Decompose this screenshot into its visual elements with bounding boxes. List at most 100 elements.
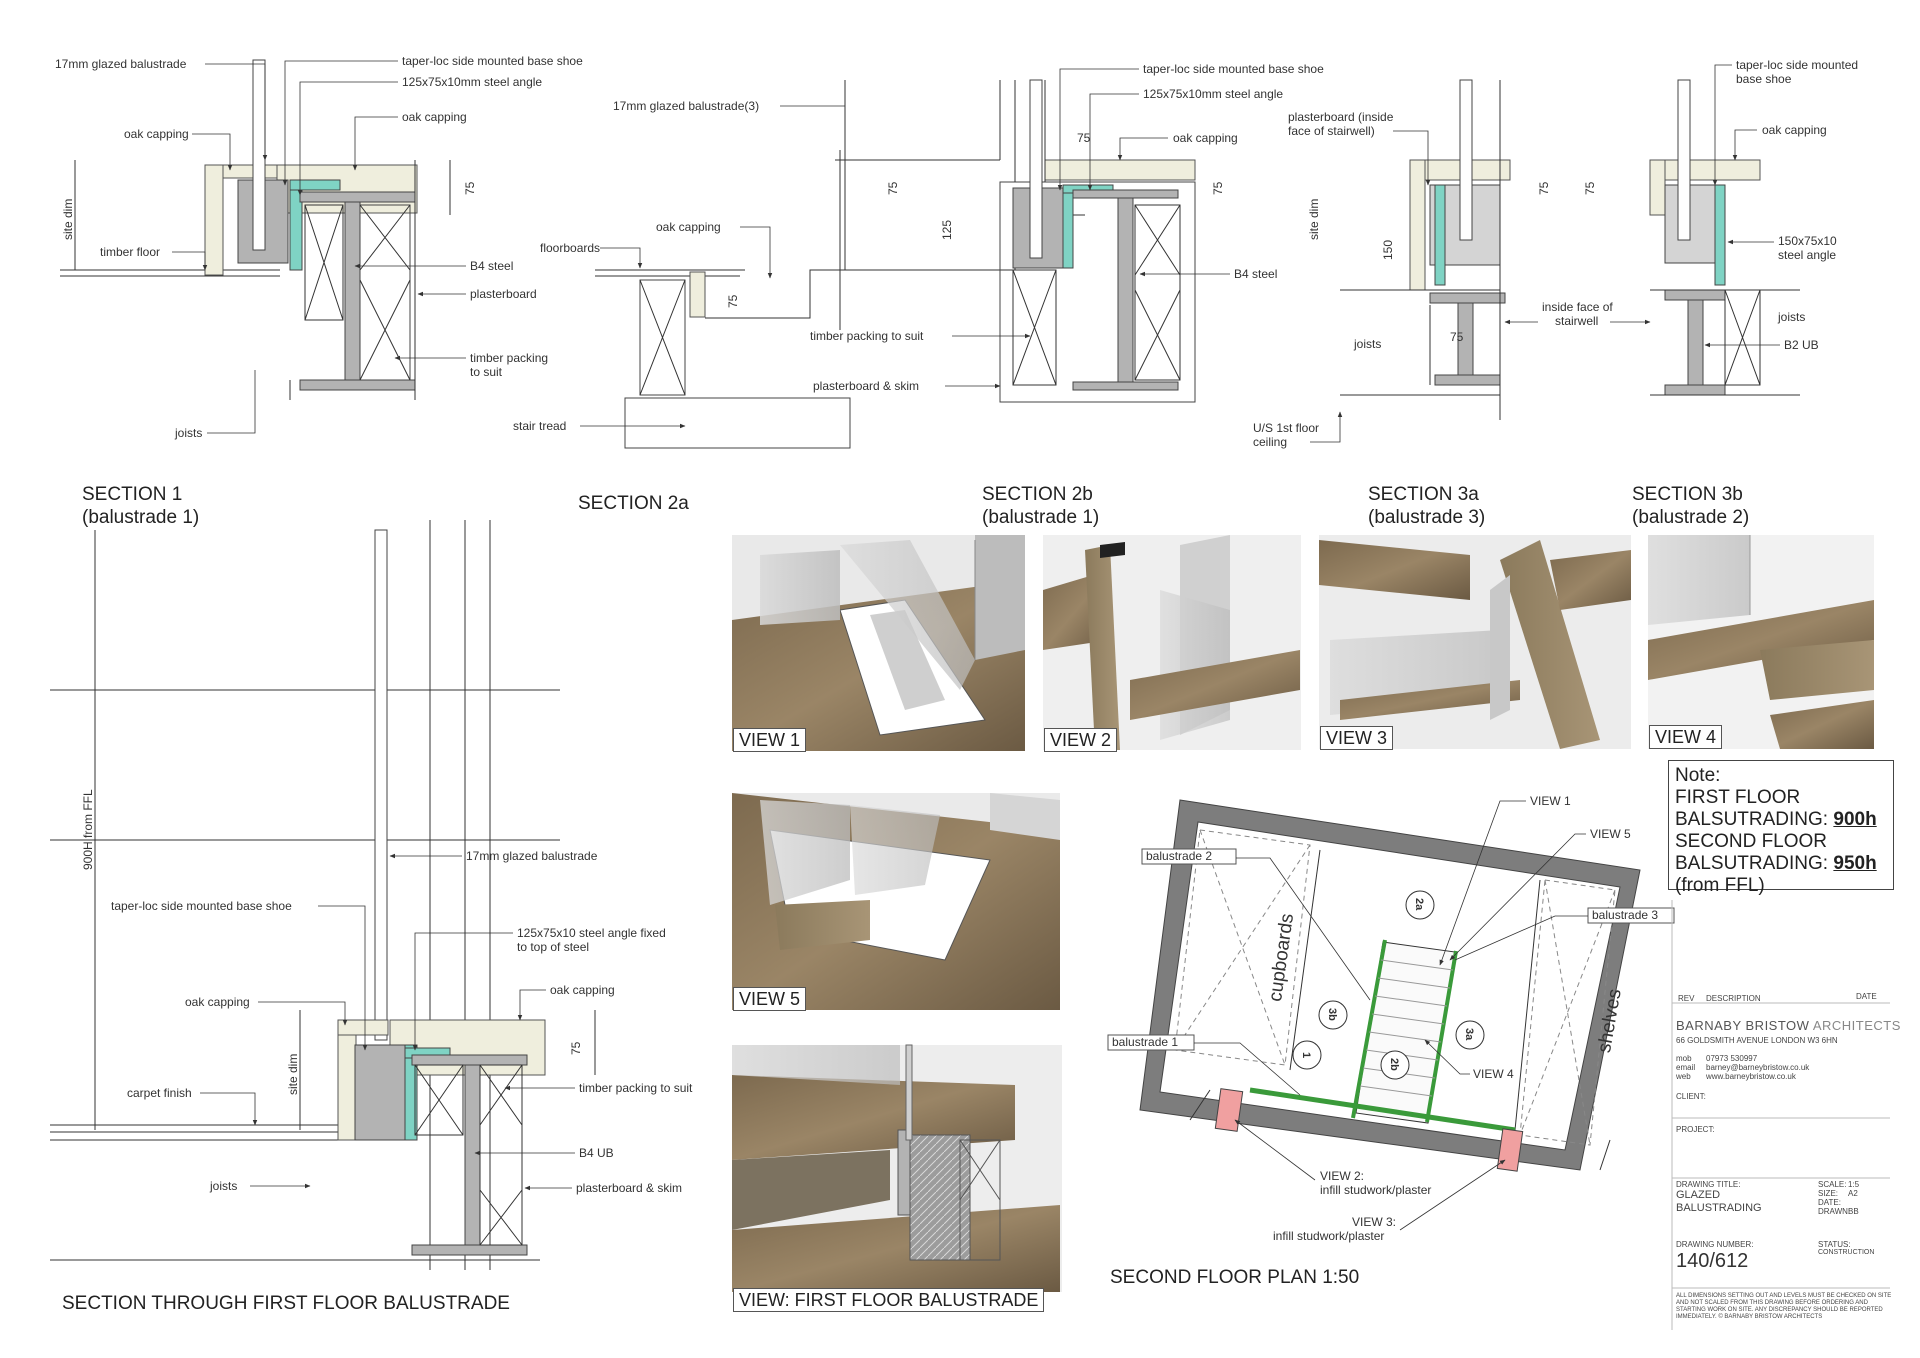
tb-scale-label: SCALE: — [1818, 1180, 1847, 1189]
note-line-3: SECOND FLOOR — [1675, 831, 1828, 852]
svg-text:to suit: to suit — [470, 365, 503, 379]
view-2-label: VIEW 2 — [1044, 728, 1118, 752]
svg-text:B4 UB: B4 UB — [579, 1146, 614, 1160]
svg-text:floorboards: floorboards — [540, 241, 600, 255]
tb-drawing-number-label: DRAWING NUMBER: — [1676, 1240, 1754, 1249]
section-2b-leaders — [945, 68, 1230, 389]
svg-text:3a: 3a — [1463, 1028, 1475, 1041]
svg-text:75: 75 — [886, 181, 900, 195]
section-3a-title: SECTION 3a (balustrade 3) — [1368, 484, 1485, 528]
svg-text:taper-loc side mounted base sh: taper-loc side mounted base shoe — [1143, 62, 1324, 76]
svg-text:stairwell: stairwell — [1555, 314, 1598, 328]
svg-text:plasterboard: plasterboard — [470, 287, 537, 301]
svg-text:joists: joists — [1353, 337, 1381, 351]
svg-text:75: 75 — [1450, 330, 1464, 344]
tb-firm-name: BARNABY BRISTOW — [1676, 1018, 1810, 1033]
tb-web: www.barneybristow.co.uk — [1706, 1072, 1796, 1081]
svg-text:75: 75 — [726, 294, 740, 308]
note-second-floor-height: 950h — [1833, 853, 1877, 874]
svg-text:VIEW 5: VIEW 5 — [1590, 827, 1631, 841]
svg-text:oak capping: oak capping — [550, 983, 615, 997]
svg-text:site dim: site dim — [61, 199, 75, 240]
section-3a — [1340, 79, 1511, 420]
svg-text:timber packing: timber packing — [470, 351, 548, 365]
section-1-labels: 17mm glazed balustrade taper-loc side mo… — [55, 54, 583, 440]
section-3a-leaders — [1310, 130, 1651, 443]
svg-text:joists: joists — [209, 1179, 237, 1193]
note-line-4: BALSUTRADING: 950h — [1675, 853, 1887, 875]
tb-date: DATE — [1856, 992, 1877, 1001]
tb-date-label: DATE: — [1818, 1198, 1841, 1207]
svg-text:(balustrade 1): (balustrade 1) — [82, 507, 199, 528]
tb-client: CLIENT: — [1676, 1092, 1706, 1101]
section-2a-labels: 17mm glazed balustrade(3) floorboards oa… — [513, 99, 900, 433]
plan-leaders — [1194, 800, 1588, 1231]
svg-text:face of stairwell): face of stairwell) — [1288, 124, 1375, 138]
svg-text:plasterboard (inside: plasterboard (inside — [1288, 110, 1394, 124]
svg-text:U/S 1st floor: U/S 1st floor — [1253, 421, 1319, 435]
plan-marker-labels: 2a 3b 1 2b 3a — [1300, 898, 1475, 1071]
svg-text:SECTION 2b: SECTION 2b — [982, 484, 1093, 505]
section-3b — [1649, 79, 1800, 396]
svg-text:balustrade 1: balustrade 1 — [1112, 1035, 1178, 1049]
tb-firm-suffix: ARCHITECTS — [1809, 1018, 1901, 1033]
svg-text:to top of steel: to top of steel — [517, 940, 589, 954]
svg-text:17mm glazed balustrade: 17mm glazed balustrade — [466, 849, 598, 863]
tb-disclaimer: ALL DIMENSIONS SETTING OUT AND LEVELS MU… — [1676, 1293, 1891, 1321]
svg-text:(balustrade 2): (balustrade 2) — [1632, 507, 1749, 528]
svg-text:infill studwork/plaster: infill studwork/plaster — [1273, 1229, 1384, 1243]
plan-marker-1 — [1292, 1040, 1322, 1070]
note-line-4-text: BALSUTRADING: — [1675, 853, 1834, 874]
svg-text:VIEW 4: VIEW 4 — [1473, 1067, 1514, 1081]
view-5-render — [732, 793, 1060, 1010]
tb-email: barney@barneybristow.co.uk — [1706, 1063, 1810, 1072]
section-2b-title: SECTION 2b (balustrade 1) — [982, 484, 1099, 528]
svg-text:75: 75 — [463, 181, 477, 195]
titleblock-frame — [1671, 900, 1890, 1330]
svg-text:taper-loc side mounted: taper-loc side mounted — [1736, 58, 1858, 72]
note-line-1: FIRST FLOOR — [1675, 787, 1801, 808]
section-2a-title: SECTION 2a — [578, 493, 689, 514]
svg-text:75: 75 — [1583, 181, 1597, 195]
tb-size-label: SIZE: — [1818, 1189, 1839, 1198]
tb-mob-label: mob — [1676, 1054, 1692, 1063]
view-3-render — [1319, 535, 1631, 749]
svg-text:joists: joists — [1777, 310, 1805, 324]
tb-firm: BARNABY BRISTOW ARCHITECTS — [1676, 1018, 1901, 1033]
tb-drawn-label: DRAWN: — [1818, 1207, 1851, 1216]
svg-text:taper-loc side mounted base sh: taper-loc side mounted base shoe — [402, 54, 583, 68]
svg-text:site dim: site dim — [286, 1054, 300, 1095]
svg-text:VIEW 2:: VIEW 2: — [1320, 1169, 1364, 1183]
svg-text:17mm glazed balustrade(3): 17mm glazed balustrade(3) — [613, 99, 759, 113]
view-2-render — [1043, 535, 1301, 750]
svg-text:SECTION 3b: SECTION 3b — [1632, 484, 1743, 505]
svg-text:17mm glazed balustrade: 17mm glazed balustrade — [55, 57, 187, 71]
tb-address: 66 GOLDSMITH AVENUE LONDON W3 6HN — [1676, 1036, 1838, 1045]
note-line-2: BALSUTRADING: 900h — [1675, 809, 1887, 831]
view-3-label: VIEW 3 — [1320, 726, 1394, 750]
tb-scale: 1:5 — [1848, 1180, 1860, 1189]
section-3a-labels: plasterboard (inside face of stairwell) … — [1253, 110, 1613, 449]
section-1-leaders — [172, 60, 466, 434]
note-first-floor-height: 900h — [1833, 809, 1877, 830]
note-line-5: (from FFL) — [1675, 875, 1765, 896]
svg-text:(balustrade 3): (balustrade 3) — [1368, 507, 1485, 528]
view-4-render — [1648, 535, 1874, 749]
plan-title: SECOND FLOOR PLAN 1:50 — [1110, 1267, 1359, 1288]
plan-marker-3a — [1455, 1020, 1485, 1050]
svg-text:oak capping: oak capping — [402, 110, 467, 124]
view-1-render — [732, 535, 1025, 751]
svg-text:75: 75 — [1211, 181, 1225, 195]
svg-text:timber floor: timber floor — [100, 245, 160, 259]
svg-text:site dim: site dim — [1307, 199, 1321, 240]
section-1-title: SECTION 1 (balustrade 1) — [82, 484, 199, 528]
tb-drawn: BB — [1848, 1207, 1859, 1216]
tb-status: CONSTRUCTION — [1818, 1249, 1875, 1256]
svg-text:timber packing to suit: timber packing to suit — [579, 1081, 693, 1095]
svg-text:plasterboard & skim: plasterboard & skim — [813, 379, 919, 393]
svg-text:oak capping: oak capping — [185, 995, 250, 1009]
svg-text:base shoe: base shoe — [1736, 72, 1792, 86]
view-4-label: VIEW 4 — [1649, 725, 1723, 749]
plan-marker-3b — [1318, 1000, 1348, 1030]
